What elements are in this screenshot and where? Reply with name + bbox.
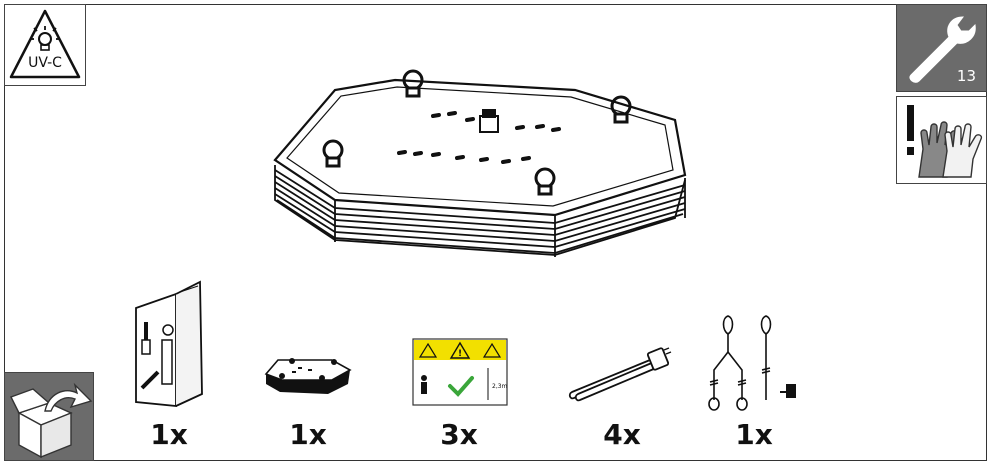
manual-booklet-icon xyxy=(135,280,203,407)
lamp-unit-icon xyxy=(264,358,352,394)
wrench-tool-badge: 13 xyxy=(896,4,987,92)
svg-text:!: ! xyxy=(458,349,462,359)
stacked-lamp-housing-illustration xyxy=(273,69,687,257)
uv-c-label: UV-C xyxy=(28,55,62,71)
wrench-icon xyxy=(909,16,976,83)
part-quantity: 1x xyxy=(735,418,773,451)
warning-label-icon: ! 2,3m xyxy=(412,338,508,406)
part-quantity: 4x xyxy=(603,418,641,451)
label-height-text: 2,3m xyxy=(492,383,508,390)
stacked-lamp-housing-icon xyxy=(273,69,687,257)
suspension-cable-icon xyxy=(708,315,796,411)
part-quantity: 3x xyxy=(440,418,478,451)
instruction-sheet-frame xyxy=(4,4,987,461)
uv-c-badge: UV-C xyxy=(4,4,86,86)
wear-gloves-icon xyxy=(907,105,983,178)
uv-lamp-warning-icon xyxy=(9,9,81,79)
unpack-box-icon xyxy=(10,382,93,459)
part-quantity: 1x xyxy=(150,418,188,451)
wear-gloves-badge xyxy=(896,96,987,184)
unpack-box-badge xyxy=(4,372,94,461)
uv-tube-icon xyxy=(568,347,672,402)
wrench-size-label: 13 xyxy=(956,67,976,85)
part-quantity: 1x xyxy=(289,418,327,451)
